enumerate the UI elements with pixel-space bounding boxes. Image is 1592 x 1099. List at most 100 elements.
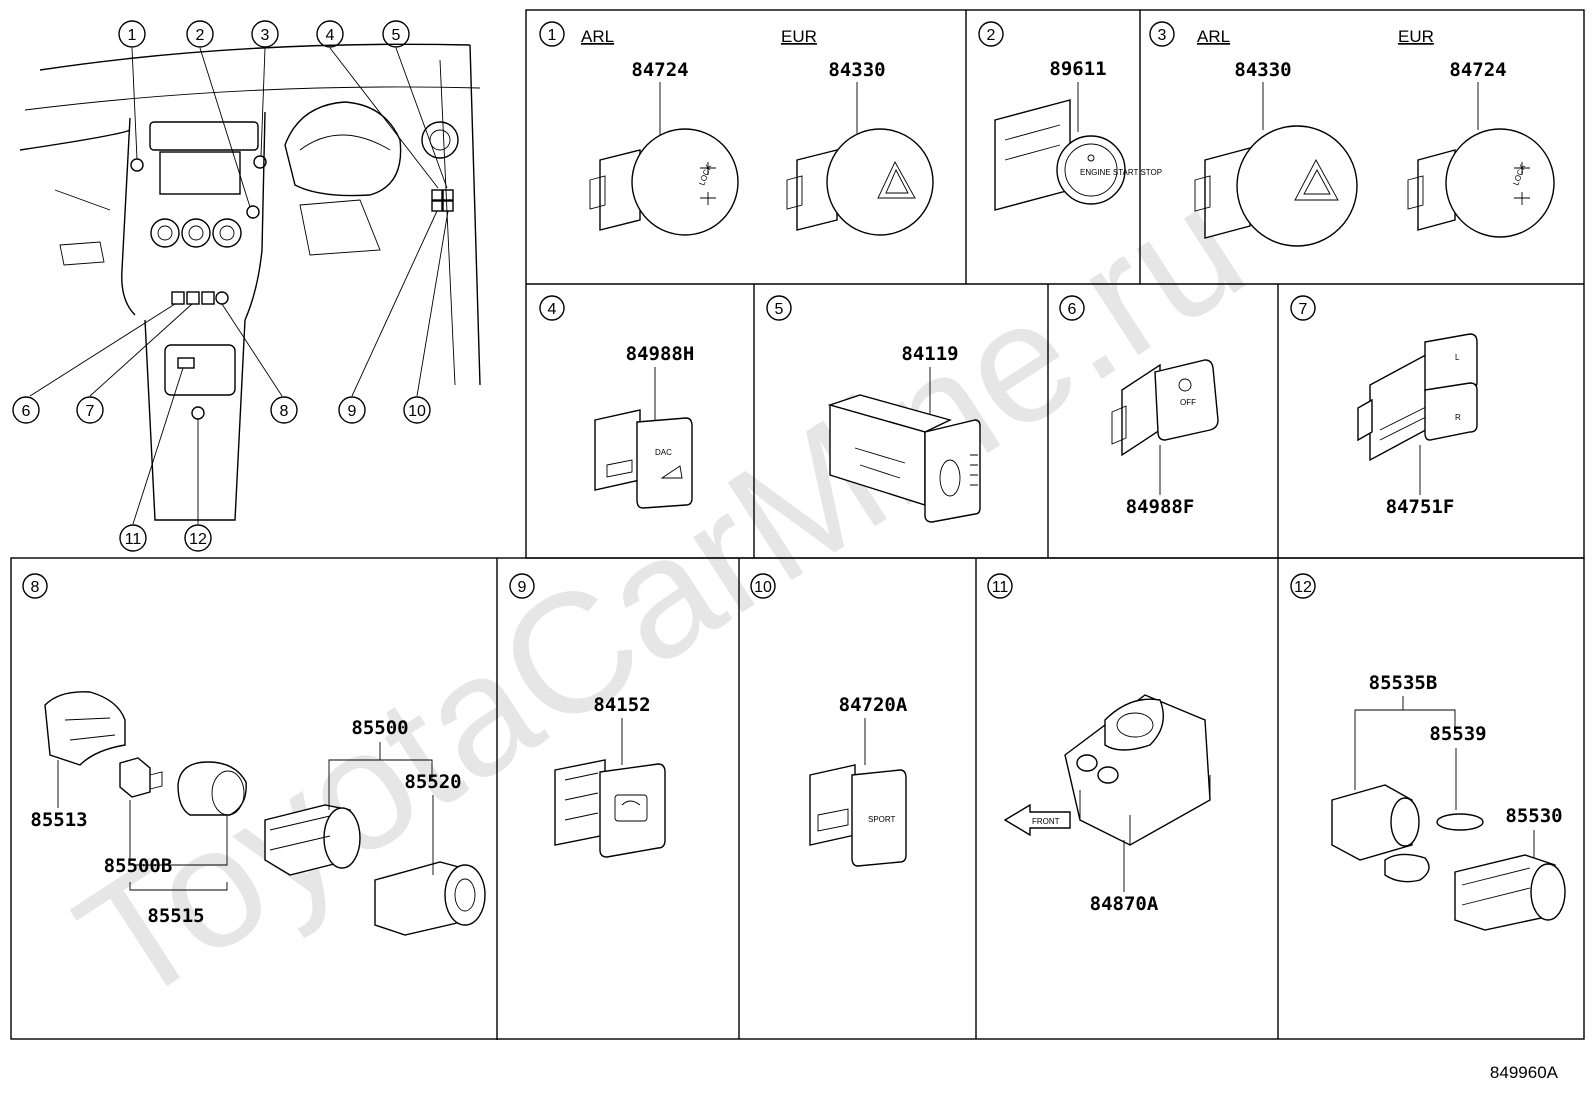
svg-text:2: 2: [987, 27, 996, 44]
svg-text:7: 7: [1299, 301, 1308, 318]
part-number: 85520: [404, 771, 461, 793]
callout-3: 3: [251, 20, 279, 48]
svg-text:8: 8: [31, 579, 40, 596]
variant-label: ARL: [581, 27, 614, 46]
svg-text:10: 10: [754, 579, 772, 596]
svg-text:9: 9: [518, 579, 527, 596]
part-number: 84870A: [1090, 893, 1159, 915]
svg-text:8: 8: [280, 403, 289, 420]
section-11: 11 FRONT 84870A: [987, 573, 1211, 915]
callout-5: 5: [382, 20, 410, 48]
overview-callouts: 1 2 3 4 5 6 7 8 9 10 11 12: [12, 20, 431, 552]
section-5: 5 84119: [766, 295, 981, 523]
button-text: SPORT: [868, 815, 896, 824]
svg-text:6: 6: [1068, 301, 1077, 318]
callout-11: 11: [119, 524, 147, 552]
callout-9: 9: [338, 396, 366, 424]
seat-heater-switch-icon: L R: [1357, 333, 1478, 462]
dashboard-overview: [19, 43, 481, 525]
outlet-cap-icon: [1436, 813, 1484, 831]
svg-text:11: 11: [992, 579, 1009, 596]
part-number: 84330: [1234, 59, 1291, 81]
button-text: ENGINE START STOP: [1080, 168, 1162, 177]
part-number: 84751F: [1386, 496, 1455, 518]
button-text: OFF: [1180, 398, 1196, 407]
power-outlet-assembly-icon: [1331, 784, 1430, 883]
part-number: 84119: [901, 343, 958, 365]
cigarette-lighter-assembly-icon: [264, 804, 361, 876]
part-number: 85515: [147, 905, 204, 927]
mirror-control-switch-icon: [1064, 694, 1211, 846]
part-number: 89611: [1049, 58, 1106, 80]
sport-mode-switch-icon: SPORT: [809, 764, 907, 867]
section-9: 9 84152: [509, 573, 666, 858]
section-8: 8 85513 85500B 85515: [22, 573, 486, 936]
button-text: DAC: [655, 448, 672, 457]
part-number: 84330: [828, 59, 885, 81]
svg-text:12: 12: [189, 531, 207, 548]
headlamp-leveling-dial-icon: [827, 394, 981, 523]
part-number: 85500: [351, 717, 408, 739]
section-4: 4 84988H DAC: [539, 295, 695, 509]
section-3: 3 ARL EUR 84330 84724 LOCK: [1149, 21, 1555, 247]
svg-text:3: 3: [261, 27, 270, 44]
section-2: 2 89611 ENGINE START STOP: [978, 21, 1162, 211]
section-7: 7 L R 84751F: [1290, 295, 1478, 518]
callout-10: 10: [403, 396, 431, 424]
part-number: 85513: [30, 809, 87, 831]
button-text: L: [1455, 353, 1460, 362]
front-arrow-icon: FRONT: [1003, 803, 1071, 837]
part-number: 84724: [631, 59, 688, 81]
diagram-code: 849960A: [1490, 1063, 1559, 1082]
bulb-socket-icon: [119, 757, 163, 798]
socket-housing-icon: [44, 691, 126, 766]
svg-text:6: 6: [22, 403, 31, 420]
part-number: 85539: [1429, 723, 1486, 745]
dac-switch-icon: DAC: [594, 409, 693, 509]
variant-label: EUR: [1398, 27, 1434, 46]
svg-text:10: 10: [408, 403, 426, 420]
svg-text:5: 5: [392, 27, 401, 44]
power-outlet-socket-icon: [1454, 854, 1566, 931]
button-text: R: [1455, 413, 1461, 422]
part-number: 84152: [593, 694, 650, 716]
part-number: 85535B: [1369, 672, 1438, 694]
callout-7: 7: [76, 396, 104, 424]
svg-text:7: 7: [86, 403, 95, 420]
socket-ring-icon: [177, 761, 247, 816]
engine-start-stop-switch-icon: ENGINE START STOP: [994, 99, 1162, 211]
svg-text:4: 4: [326, 27, 335, 44]
part-number: 84988F: [1126, 496, 1195, 518]
part-number: 84720A: [839, 694, 908, 716]
lighter-knob-icon: [374, 861, 486, 936]
4wd-lock-switch-icon: LOCK: [589, 128, 739, 236]
svg-text:4: 4: [548, 301, 557, 318]
svg-text:1: 1: [128, 27, 137, 44]
hazard-switch-icon: [786, 128, 934, 236]
section-12: 12 85535B 85539 85530: [1290, 573, 1566, 931]
svg-text:2: 2: [196, 27, 205, 44]
callout-1: 1: [118, 20, 146, 48]
svg-text:3: 3: [1158, 27, 1167, 44]
svg-text:1: 1: [548, 27, 557, 44]
section-6: 6 OFF 84988F: [1059, 295, 1219, 518]
section-10: 10 84720A SPORT: [750, 573, 908, 867]
section-1: 1 ARL EUR 84724 84330 LOCK: [539, 21, 934, 236]
mirror-heater-switch-icon: [554, 759, 666, 858]
callout-6: 6: [12, 396, 40, 424]
part-number: 85500B: [104, 855, 173, 877]
vsc-off-switch-icon: OFF: [1111, 359, 1219, 457]
variant-label: ARL: [1197, 27, 1230, 46]
part-number: 84988H: [626, 343, 695, 365]
part-number: 84724: [1449, 59, 1506, 81]
callout-4: 4: [316, 20, 344, 48]
hazard-switch-icon: [1194, 125, 1358, 247]
variant-label: EUR: [781, 27, 817, 46]
svg-text:12: 12: [1294, 579, 1312, 596]
callout-12: 12: [184, 524, 212, 552]
svg-text:9: 9: [348, 403, 357, 420]
callout-2: 2: [186, 20, 214, 48]
svg-text:5: 5: [775, 301, 784, 318]
part-number: 85530: [1505, 805, 1562, 827]
